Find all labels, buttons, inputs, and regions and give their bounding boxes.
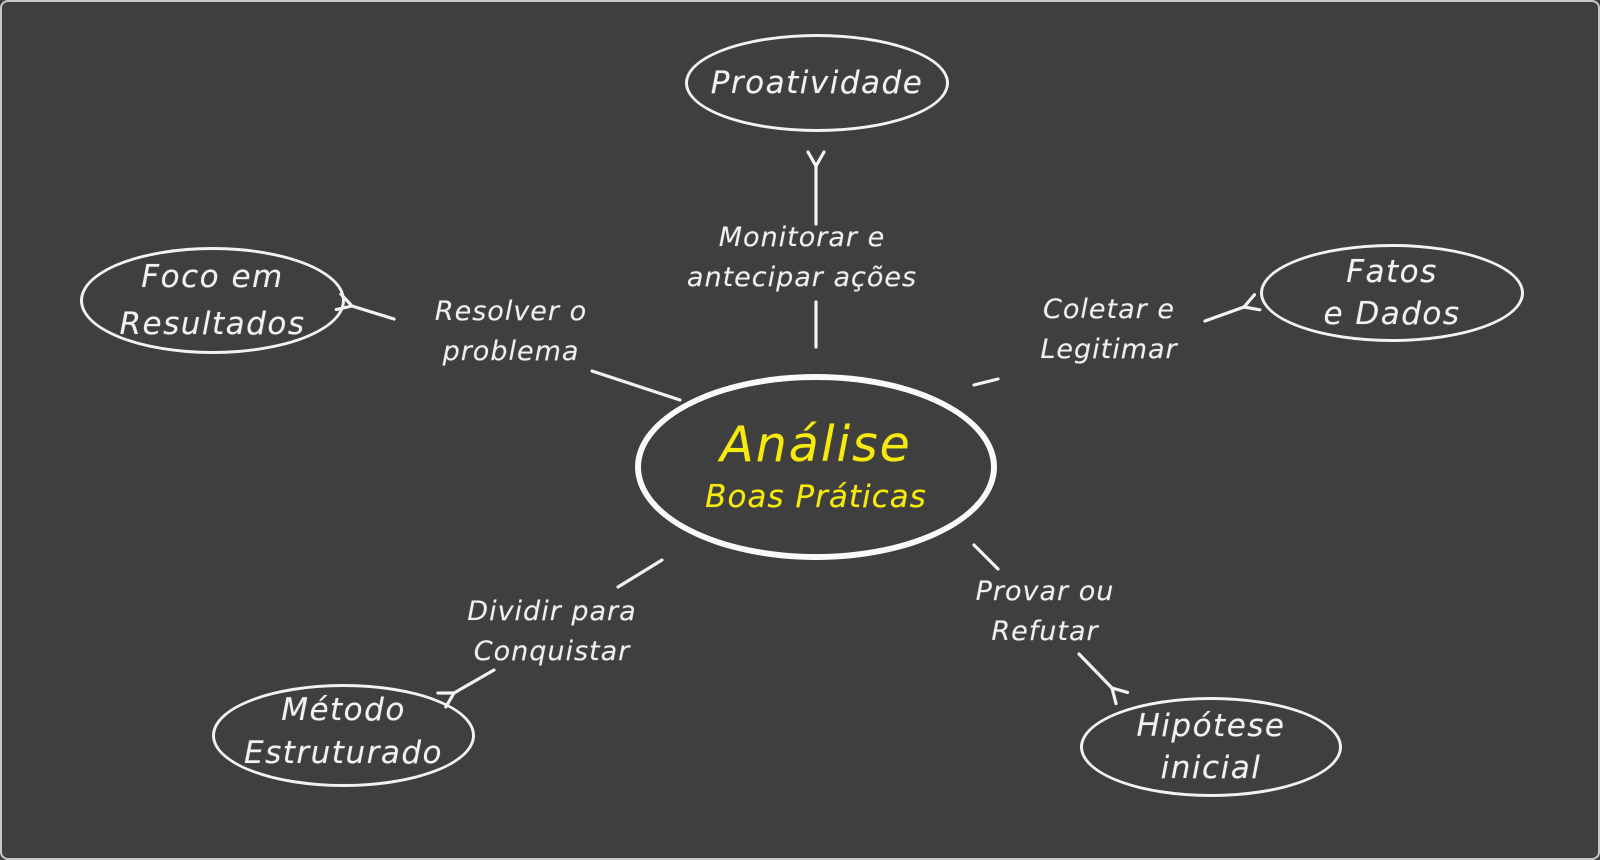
edge-label-line1: Dividir para — [467, 596, 637, 627]
node-label-line1: Fatos — [1346, 254, 1438, 290]
node-label-line1: Método — [281, 691, 406, 728]
edge-label-line2: problema — [442, 336, 580, 367]
central-node-title: Análise — [720, 416, 912, 473]
node-proatividade: Proatividade — [685, 34, 949, 132]
node-label-line1: Foco em — [141, 258, 284, 295]
edge-label-line1: Resolver o — [434, 296, 588, 327]
node-hipotese-inicial: Hipótese inicial — [1080, 697, 1342, 797]
edge-label-line1: Coletar e — [1043, 294, 1175, 325]
node-fatos-e-dados: Fatos e Dados — [1260, 244, 1524, 342]
connector-left-stem — [590, 369, 682, 402]
edge-label-provar-refutar: Provar ou Refutar — [923, 572, 1167, 652]
edge-label-line2: Legitimar — [1040, 334, 1178, 365]
node-label: Proatividade — [710, 64, 924, 101]
node-analise-central: Análise Boas Práticas — [635, 374, 997, 560]
connector-bottom-left-stem — [616, 558, 664, 589]
connector-bottom-right-arrow — [1077, 652, 1130, 706]
edge-label-line2: Conquistar — [473, 636, 631, 667]
node-label-line2: e Dados — [1323, 296, 1461, 332]
edge-label-line2: antecipar ações — [686, 262, 918, 293]
node-foco-em-resultados: Foco em Resultados — [80, 247, 345, 354]
edge-label-line1: Monitorar e — [718, 222, 886, 253]
node-label-line2: Resultados — [119, 305, 306, 342]
edge-label-dividir-conquistar: Dividir para Conquistar — [430, 592, 674, 672]
node-label-line2: inicial — [1160, 750, 1262, 786]
edge-label-line1: Provar ou — [975, 576, 1115, 607]
node-label-line1: Hipótese — [1136, 708, 1286, 744]
node-metodo-estruturado: Método Estruturado — [212, 684, 475, 787]
connector-left-arrow — [334, 292, 396, 321]
connector-bottom-right-stem — [972, 543, 1000, 571]
edge-label-monitorar-antecipar: Monitorar e antecipar ações — [662, 218, 942, 298]
edge-label-line2: Refutar — [991, 616, 1099, 647]
edge-label-coletar-legitimar: Coletar e Legitimar — [987, 290, 1231, 370]
central-node-subtitle: Boas Práticas — [705, 479, 927, 515]
node-label-line2: Estruturado — [244, 734, 443, 771]
connector-right-stem — [972, 377, 1000, 387]
edge-label-resolver-problema: Resolver o problema — [391, 292, 631, 372]
connector-bottom-left-arrow — [436, 668, 496, 709]
